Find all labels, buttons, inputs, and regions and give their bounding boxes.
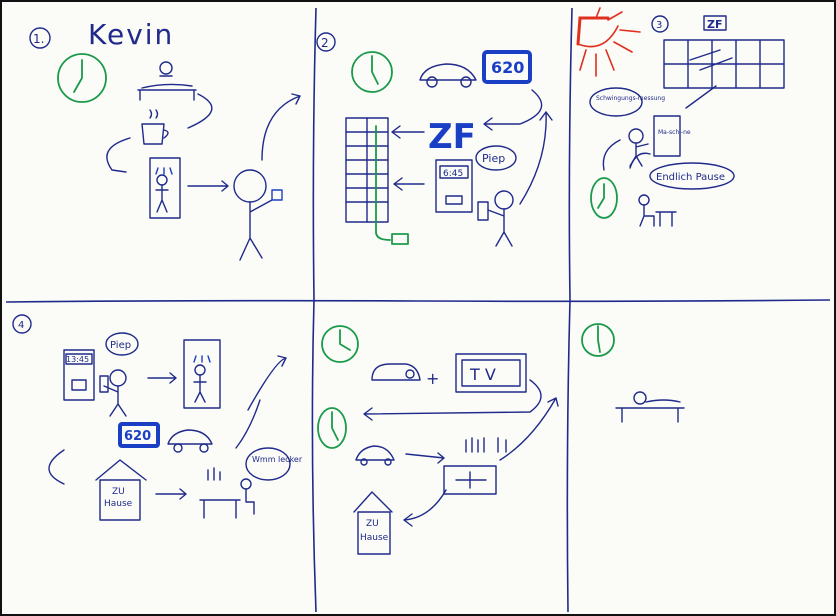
bus-number: 620 bbox=[491, 58, 524, 77]
company-logo: ZF bbox=[428, 117, 476, 157]
machine-label: Ma-schi-ne bbox=[658, 129, 691, 136]
plus-sign: + bbox=[426, 369, 439, 388]
home-label-line2: Hause bbox=[360, 533, 389, 543]
bus-number: 620 bbox=[124, 429, 151, 444]
clock-display: 13:45 bbox=[66, 355, 89, 364]
company-sign: ZF bbox=[707, 18, 723, 31]
panel-1-number: 1. bbox=[33, 32, 44, 46]
sound-text: Piep bbox=[110, 340, 131, 351]
thought-text: Wmm lecker bbox=[252, 455, 303, 464]
character-name: Kevin bbox=[88, 18, 174, 51]
thought-text: Schwingungs-messung bbox=[596, 95, 665, 102]
home-label-line1: ZU bbox=[366, 519, 379, 529]
tv-label: T V bbox=[469, 365, 496, 384]
sound-text: Piep bbox=[482, 152, 505, 165]
home-label-line1: ZU bbox=[112, 487, 125, 497]
panel-3-number: 3 bbox=[656, 20, 662, 31]
home-label-line2: Hause bbox=[104, 499, 133, 509]
clock-display: 6:45 bbox=[443, 169, 463, 179]
pause-text: Endlich Pause bbox=[656, 172, 725, 183]
panel-4-number: 4 bbox=[18, 320, 24, 331]
panel-2-number: 2 bbox=[321, 36, 329, 50]
